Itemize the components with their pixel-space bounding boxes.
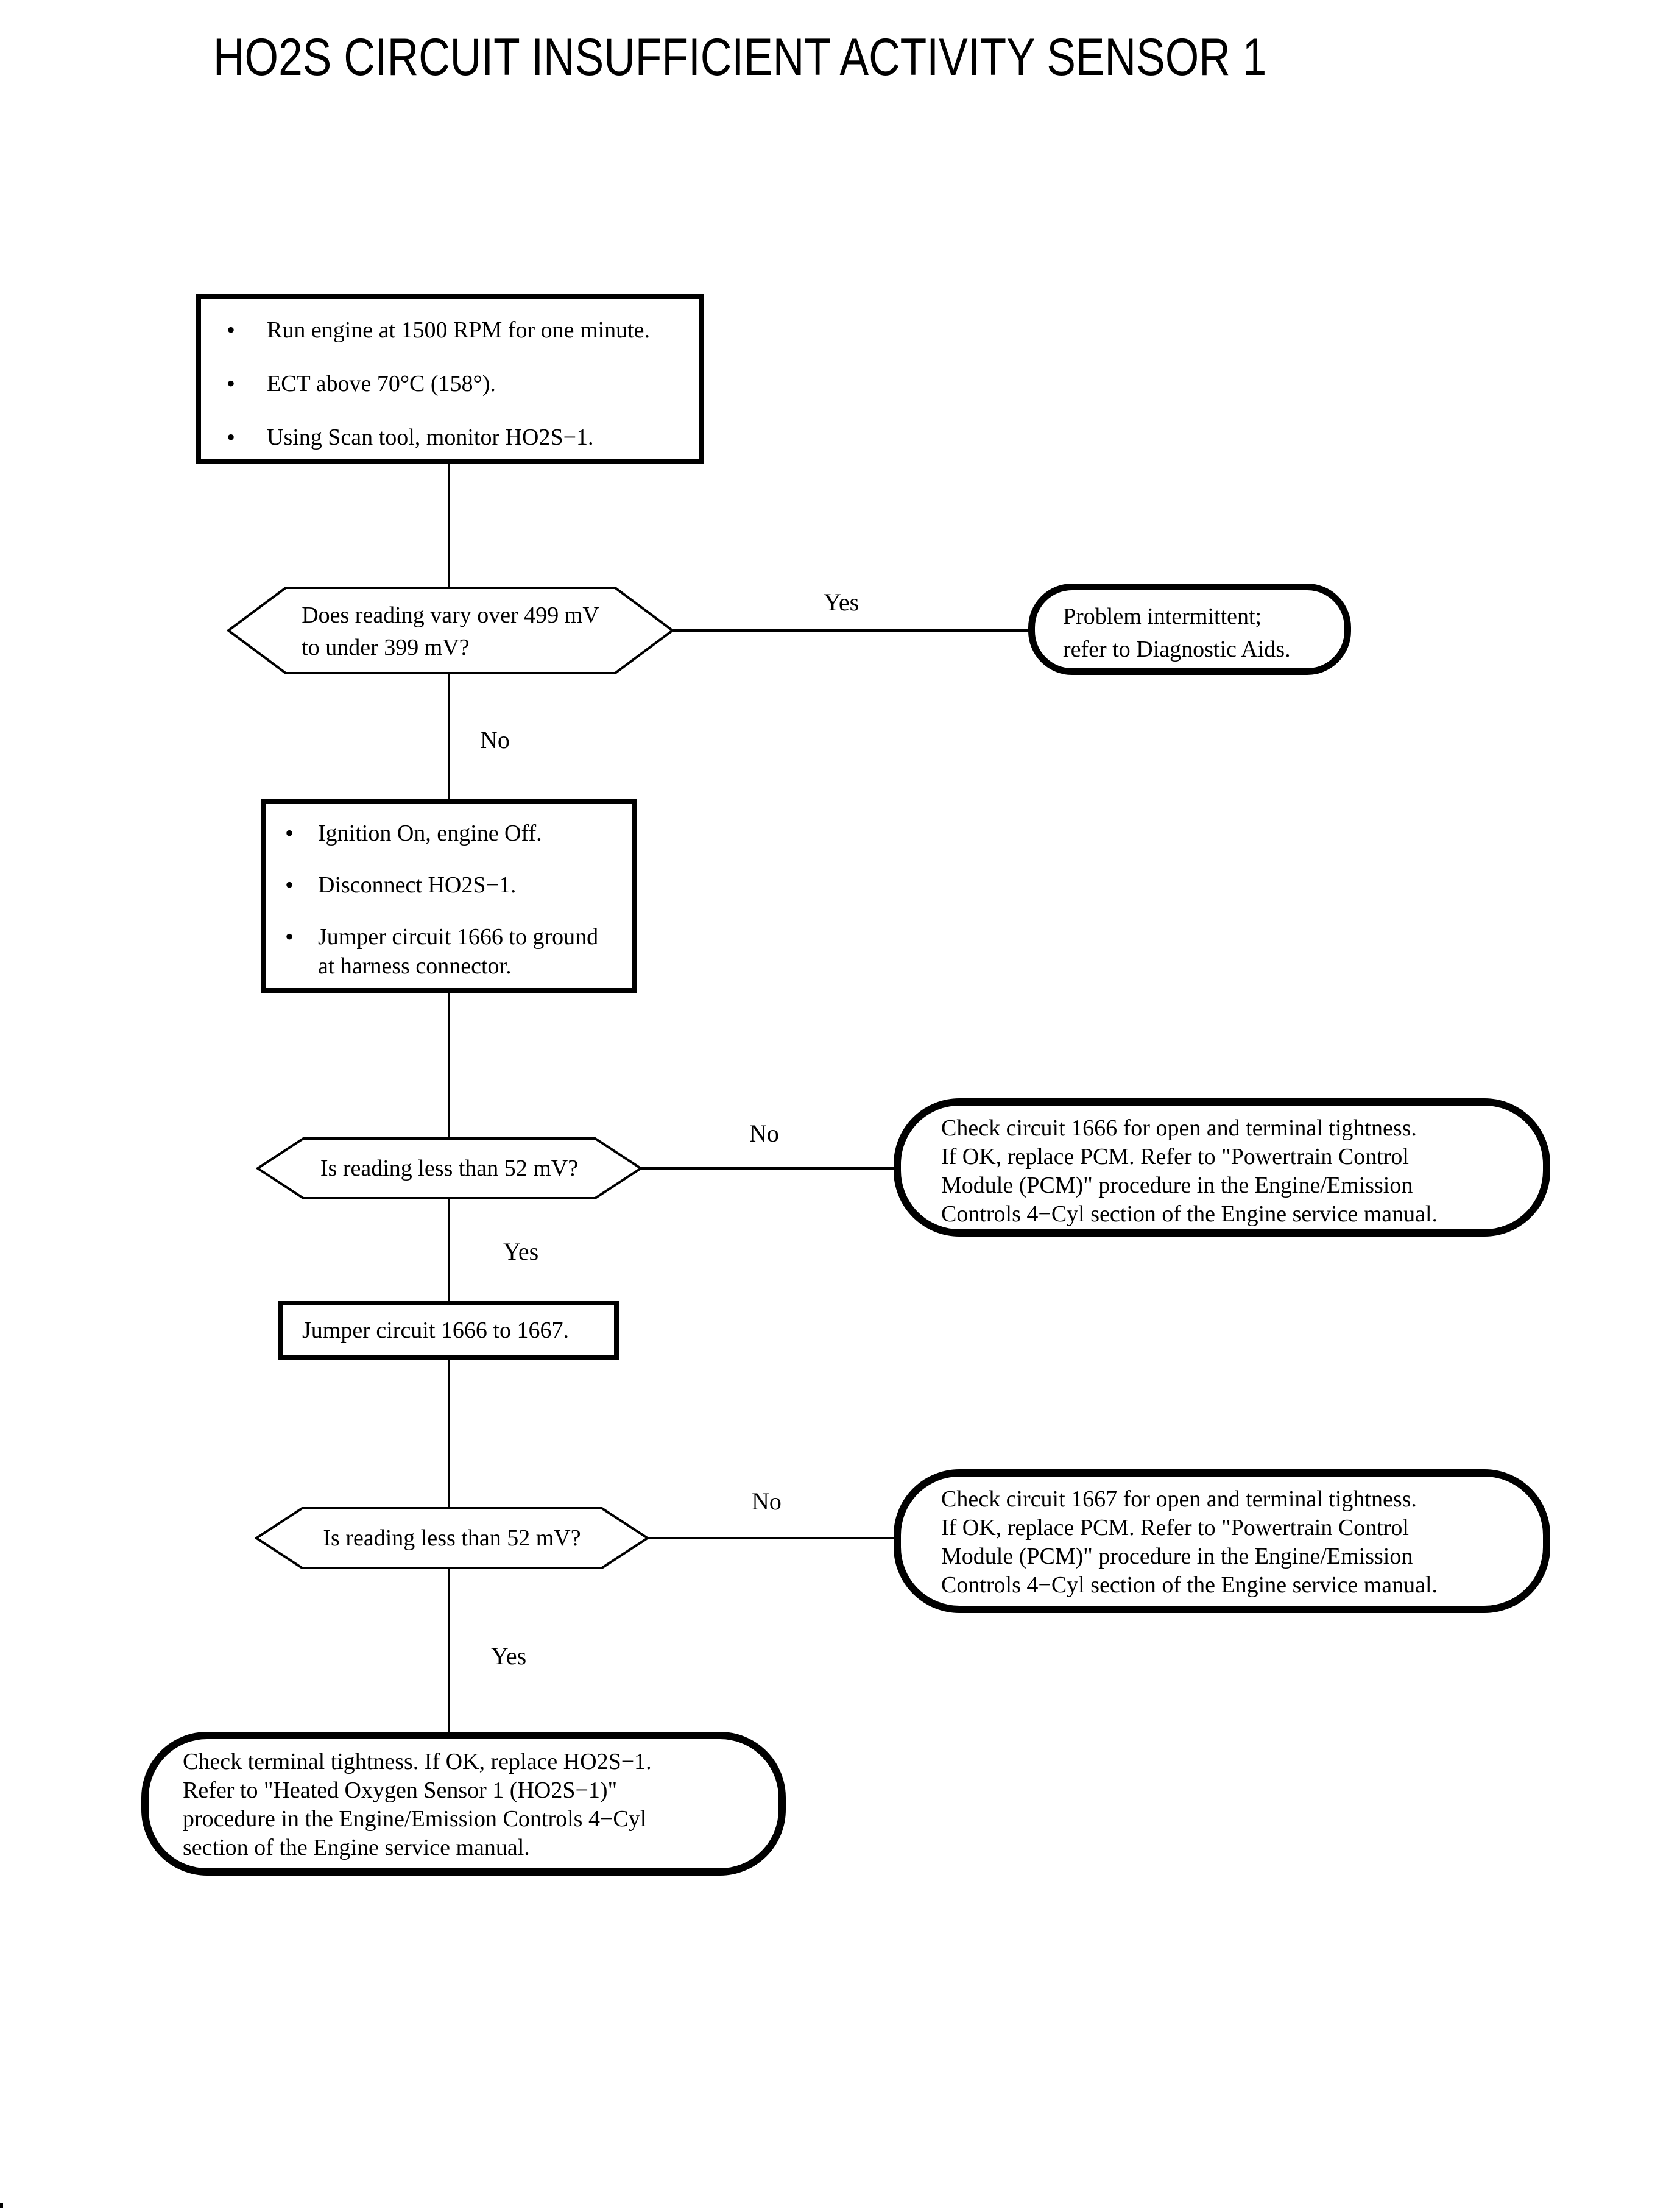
connector-line: [448, 464, 450, 587]
decision-reading-52b: Is reading less than 52 mV?: [255, 1506, 649, 1570]
scan-artifact: [0, 2203, 3, 2208]
hexagon-outline: [227, 587, 674, 674]
terminator-text: Check circuit 1667 for open and terminal…: [941, 1486, 1438, 1598]
connector-line: [448, 992, 450, 1139]
bullet-item: ECT above 70°C (158°).: [201, 369, 699, 399]
hexagon-outline: [255, 1507, 649, 1569]
connector-line: [448, 1358, 450, 1509]
decision-reading-vary: Does reading vary over 499 mV to under 3…: [227, 586, 674, 675]
connector-line: [448, 1198, 450, 1303]
edge-label-no: No: [480, 726, 510, 754]
process-box-setup: Ignition On, engine Off. Disconnect HO2S…: [261, 799, 637, 993]
edge-label-no: No: [752, 1488, 782, 1515]
terminator-text: Check circuit 1666 for open and terminal…: [941, 1115, 1438, 1227]
terminator-check-circuit-1667: Check circuit 1667 for open and terminal…: [894, 1469, 1550, 1613]
decision-text: Does reading vary over 499 mV to under 3…: [302, 602, 599, 660]
terminator-problem-intermittent: Problem intermittent; refer to Diagnosti…: [1028, 584, 1351, 675]
decision-text: Is reading less than 52 mV?: [320, 1156, 579, 1181]
terminator-text: Check terminal tightness. If OK, replace…: [183, 1749, 652, 1860]
edge-label-yes: Yes: [491, 1642, 527, 1670]
process-text: Jumper circuit 1666 to 1667.: [302, 1317, 569, 1343]
connector-line: [673, 629, 1031, 632]
decision-text: Is reading less than 52 mV?: [323, 1525, 581, 1551]
bullet-list: Ignition On, engine Off. Disconnect HO2S…: [266, 804, 632, 981]
process-box-preconditions: Run engine at 1500 RPM for one minute. E…: [196, 294, 704, 464]
connector-line: [648, 1537, 896, 1539]
terminator-replace-ho2s1: Check terminal tightness. If OK, replace…: [141, 1732, 786, 1876]
terminator-check-circuit-1666: Check circuit 1666 for open and terminal…: [894, 1098, 1550, 1237]
decision-reading-52a: Is reading less than 52 mV?: [256, 1137, 643, 1200]
terminator-text: Problem intermittent; refer to Diagnosti…: [1063, 604, 1291, 662]
bullet-list: Run engine at 1500 RPM for one minute. E…: [201, 299, 699, 453]
hexagon-outline: [256, 1137, 643, 1199]
page-title: HO2S CIRCUIT INSUFFICIENT ACTIVITY SENSO…: [213, 28, 1267, 86]
connector-line: [641, 1167, 896, 1170]
bullet-item: Disconnect HO2S−1.: [266, 870, 632, 900]
bullet-item: Using Scan tool, monitor HO2S−1.: [201, 422, 699, 453]
bullet-item: Run engine at 1500 RPM for one minute.: [201, 315, 699, 345]
edge-label-yes: Yes: [824, 588, 859, 616]
connector-line: [448, 673, 450, 802]
edge-label-yes: Yes: [503, 1238, 539, 1265]
connector-line: [448, 1569, 450, 1734]
process-box-jumper: Jumper circuit 1666 to 1667.: [278, 1301, 619, 1360]
edge-label-no: No: [749, 1120, 779, 1147]
bullet-item: Ignition On, engine Off.: [266, 819, 632, 848]
bullet-item: Jumper circuit 1666 to ground at harness…: [266, 922, 632, 981]
